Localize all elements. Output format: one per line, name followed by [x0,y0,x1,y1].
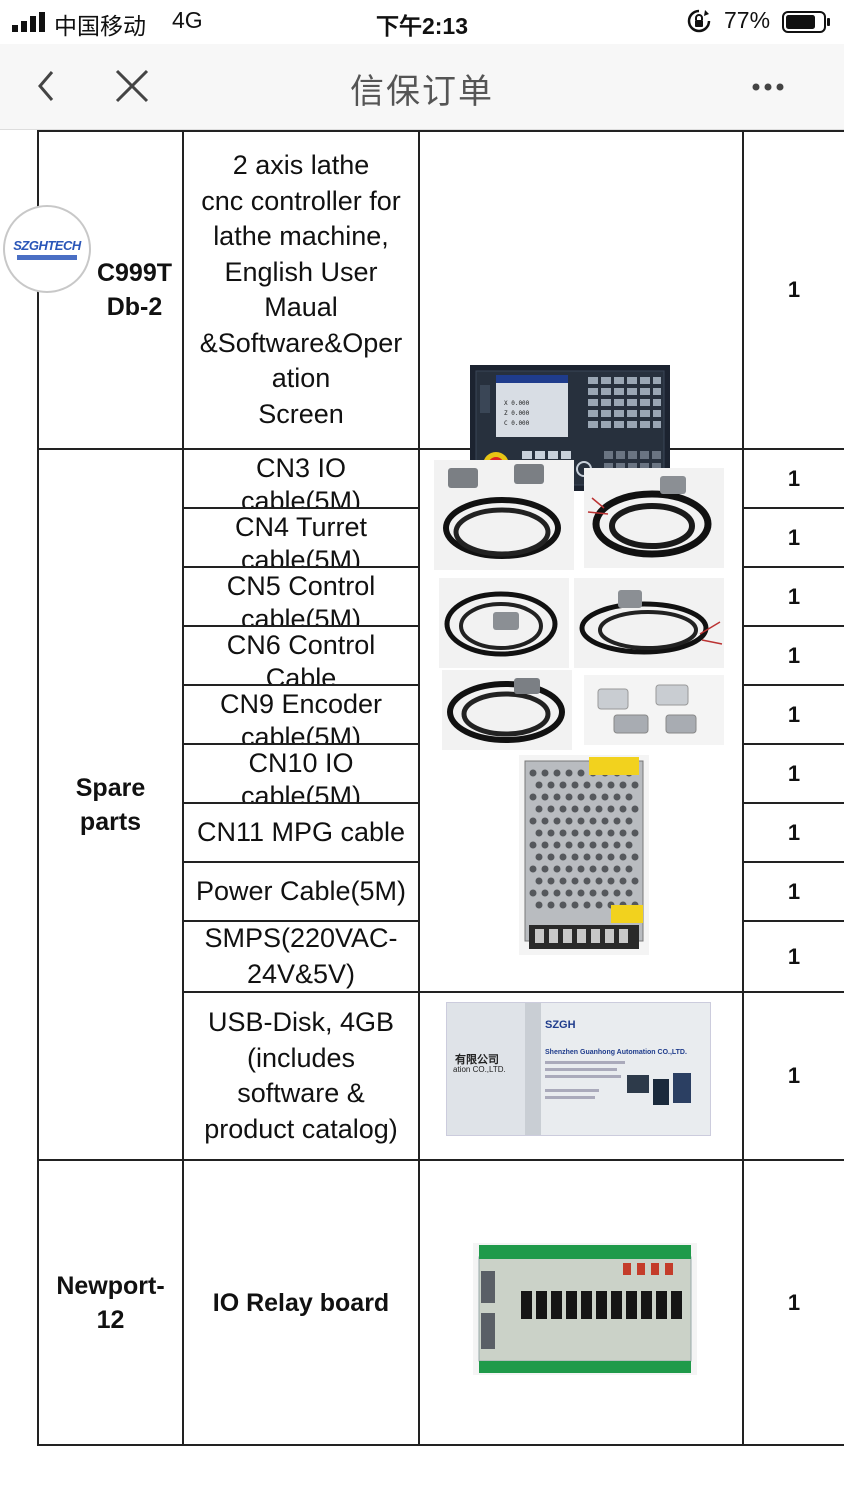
spare-part-qty: 1 [787,878,801,904]
cable-image [439,578,569,668]
svg-text:Z 0.000: Z 0.000 [504,410,530,417]
controller-qty: 1 [787,277,801,302]
spare-part-name: CN10 IO cable(5M) [240,748,362,802]
status-bar: 中国移动 4G 下午2:13 77% [0,0,844,44]
spare-part-name: CN3 IO cable(5M) [240,453,362,507]
usb-disk-image: 有限公司 ation CO.,LTD. SZGH Shenzhen Guanho… [446,1002,711,1136]
spare-part-qty: 1 [787,943,801,969]
spare-part-name: SMPS(220VAC- 24V&5V) [204,923,398,989]
relay-description: IO Relay board [212,1288,390,1317]
szghtech-logo[interactable]: SZGHTECH [3,205,91,293]
controller-model: C999T Db-2 [96,259,172,321]
usb-left-text: 有限公司 [455,1054,499,1066]
spare-part-qty: 1 [787,701,801,727]
close-icon[interactable] [112,66,152,106]
more-icon[interactable] [744,66,794,106]
spare-part-name: Power Cable(5M) [195,875,407,906]
chevron-left-icon[interactable] [28,66,68,106]
spare-part-qty: 1 [787,1063,801,1088]
relay-model: Newport- 12 [56,1271,165,1334]
battery-percent: 77% [724,7,771,33]
spare-part-name: CN11 MPG cable [196,816,406,847]
spare-part-name: CN5 Control cable(5M) [226,571,376,625]
spare-part-qty: 1 [787,642,801,668]
battery-icon [782,11,830,33]
usb-left-subtext: ation CO.,LTD. [453,1065,506,1074]
cable-image [574,578,724,668]
rotation-lock-icon [687,9,711,33]
spare-part-qty: 1 [787,583,801,609]
cable-image [584,468,724,568]
nav-bar: 信保订单 [0,44,844,130]
relay-qty: 1 [787,1289,801,1315]
spare-parts-label: Spare parts [75,773,146,836]
order-table: C999T Db-2 2 axis lathe cnc controller f… [37,130,844,1446]
spare-part-name: CN6 Control Cable [226,630,376,684]
carrier-name: 中国移动 [54,13,146,39]
spare-part-name: CN4 Turret cable(5M) [234,512,368,566]
spare-part-qty: 1 [787,524,801,550]
cable-image [442,670,572,750]
connector-image [584,675,724,745]
szgh-logo: SZGH [545,1019,576,1031]
spare-part-qty: 1 [787,819,801,845]
spare-part-qty: 1 [787,465,801,491]
spare-part-name: CN9 Encoder cable(5M) [219,689,383,743]
power-supply-image [519,755,649,955]
controller-description: 2 axis lathe cnc controller for lathe ma… [199,150,403,429]
spare-part-qty: 1 [787,760,801,786]
page-title: 信保订单 [350,73,494,111]
relay-board-image [473,1243,697,1375]
svg-text:X 0.000: X 0.000 [504,400,530,407]
spare-part-name: USB-Disk, 4GB (includes software & produ… [204,1007,398,1144]
cable-image [434,460,574,570]
svg-text:C 0.000: C 0.000 [504,420,530,427]
network-type: 4G [172,7,203,33]
clock: 下午2:13 [375,13,469,39]
company-name: Shenzhen Guanhong Automation CO.,LTD. [545,1049,687,1056]
signal-icon [12,12,45,32]
